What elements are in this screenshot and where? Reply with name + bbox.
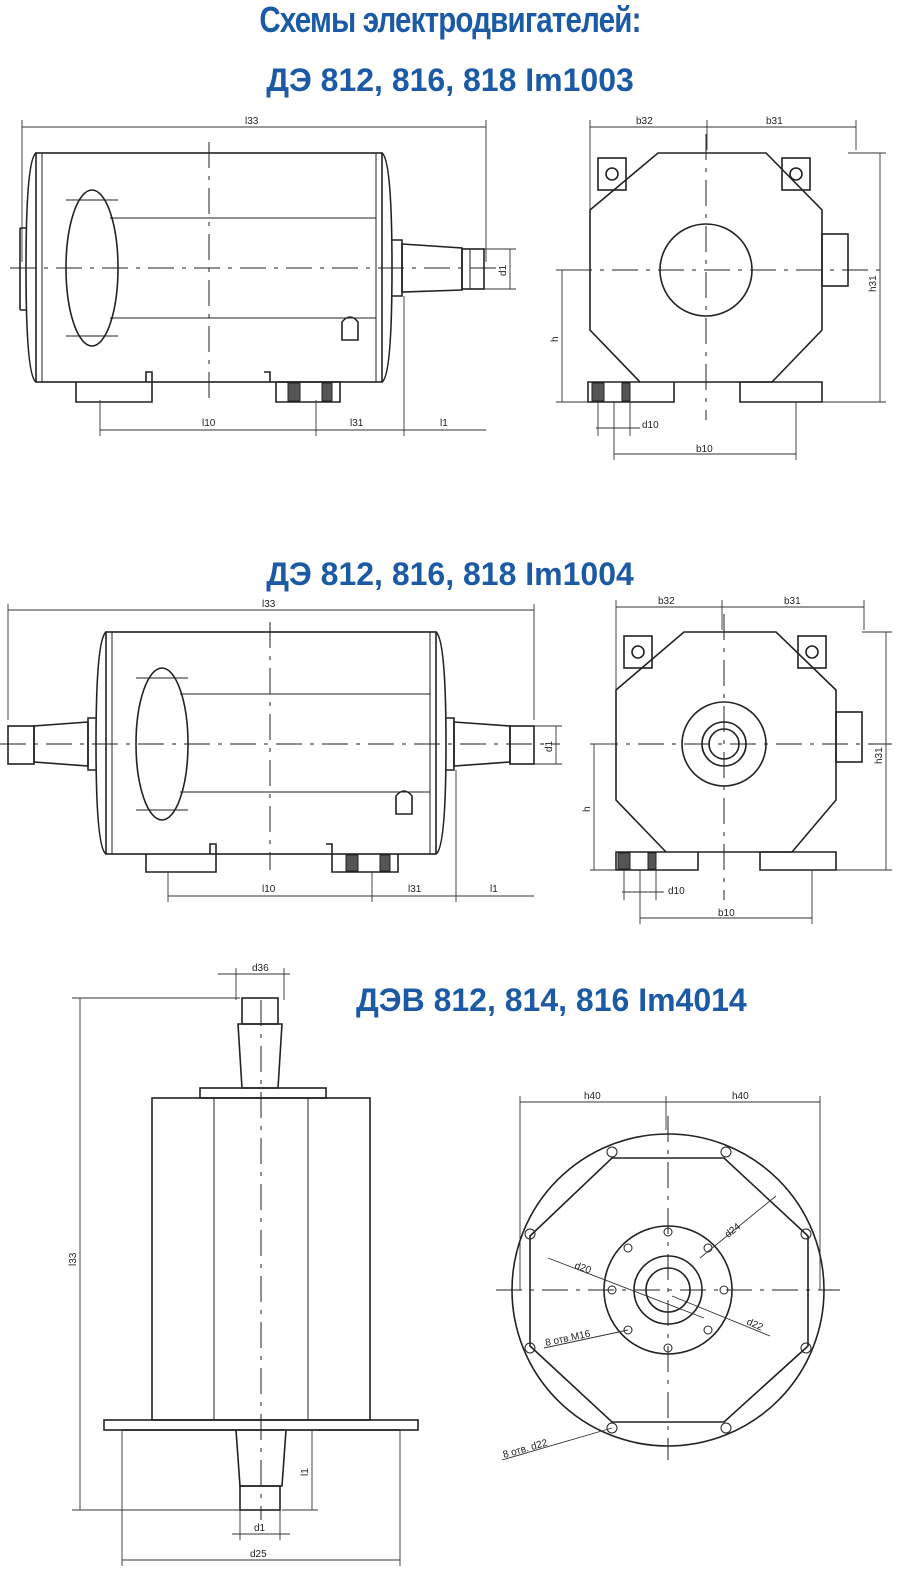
section-2-title: ДЭ 812, 816, 818 Im1004 <box>266 556 634 592</box>
dim-b10: b10 <box>718 908 735 919</box>
dim-l31: l31 <box>350 418 364 429</box>
dim-l33: l33 <box>245 116 259 127</box>
motor-2-end-view: b32 b31 h31 h d10 b10 <box>582 596 892 924</box>
dim-d25: d25 <box>250 1549 267 1560</box>
dim-d1: d1 <box>254 1523 266 1534</box>
holes-m16: 8 отв.M16 <box>544 1329 592 1349</box>
dim-d1: d1 <box>544 740 555 752</box>
motor-1-end-view: b32 b31 h31 h d10 b10 <box>550 116 886 460</box>
section-3-title: ДЭВ 812, 814, 816 Im4014 <box>356 982 747 1018</box>
dim-b32: b32 <box>636 116 653 127</box>
dim-h40-left: h40 <box>584 1091 601 1102</box>
dim-b31: b31 <box>766 116 783 127</box>
dim-h40-right: h40 <box>732 1091 749 1102</box>
dim-l1: l1 <box>440 418 448 429</box>
motor-3-side-view: d36 l33 l1 d1 d25 <box>68 963 419 1566</box>
dim-d1: d1 <box>498 264 509 276</box>
dim-l33: l33 <box>68 1252 79 1266</box>
dim-l1: l1 <box>490 884 498 895</box>
dim-l1: l1 <box>300 1468 311 1476</box>
dim-l10: l10 <box>262 884 276 895</box>
dim-h31: h31 <box>868 275 879 292</box>
motor-3-end-view: h40 h40 d24 d20 d22 8 отв.M16 <box>496 1091 840 1461</box>
dim-d10: d10 <box>642 420 659 431</box>
dim-h31: h31 <box>874 747 885 764</box>
section-1-title: ДЭ 812, 816, 818 Im1003 <box>266 62 634 98</box>
dim-d10: d10 <box>668 886 685 897</box>
dim-b31: b31 <box>784 596 801 607</box>
dim-h: h <box>550 336 561 342</box>
page-title: Схемы электродвигателей: <box>259 0 641 40</box>
dim-l31: l31 <box>408 884 422 895</box>
dim-d22: d22 <box>745 1317 765 1334</box>
dim-b10: b10 <box>696 444 713 455</box>
dim-b32: b32 <box>658 596 675 607</box>
dim-d24: d24 <box>723 1221 743 1240</box>
motor-2-side-view: l33 l10 l31 l1 d1 <box>0 599 562 902</box>
dim-h: h <box>582 806 593 812</box>
dim-l10: l10 <box>202 418 216 429</box>
holes-d22: 8 отв. d22 <box>502 1438 549 1461</box>
motor-1-side-view: l33 l10 l31 l1 <box>10 116 516 436</box>
dim-d36: d36 <box>252 963 269 974</box>
dim-l33: l33 <box>262 599 276 610</box>
